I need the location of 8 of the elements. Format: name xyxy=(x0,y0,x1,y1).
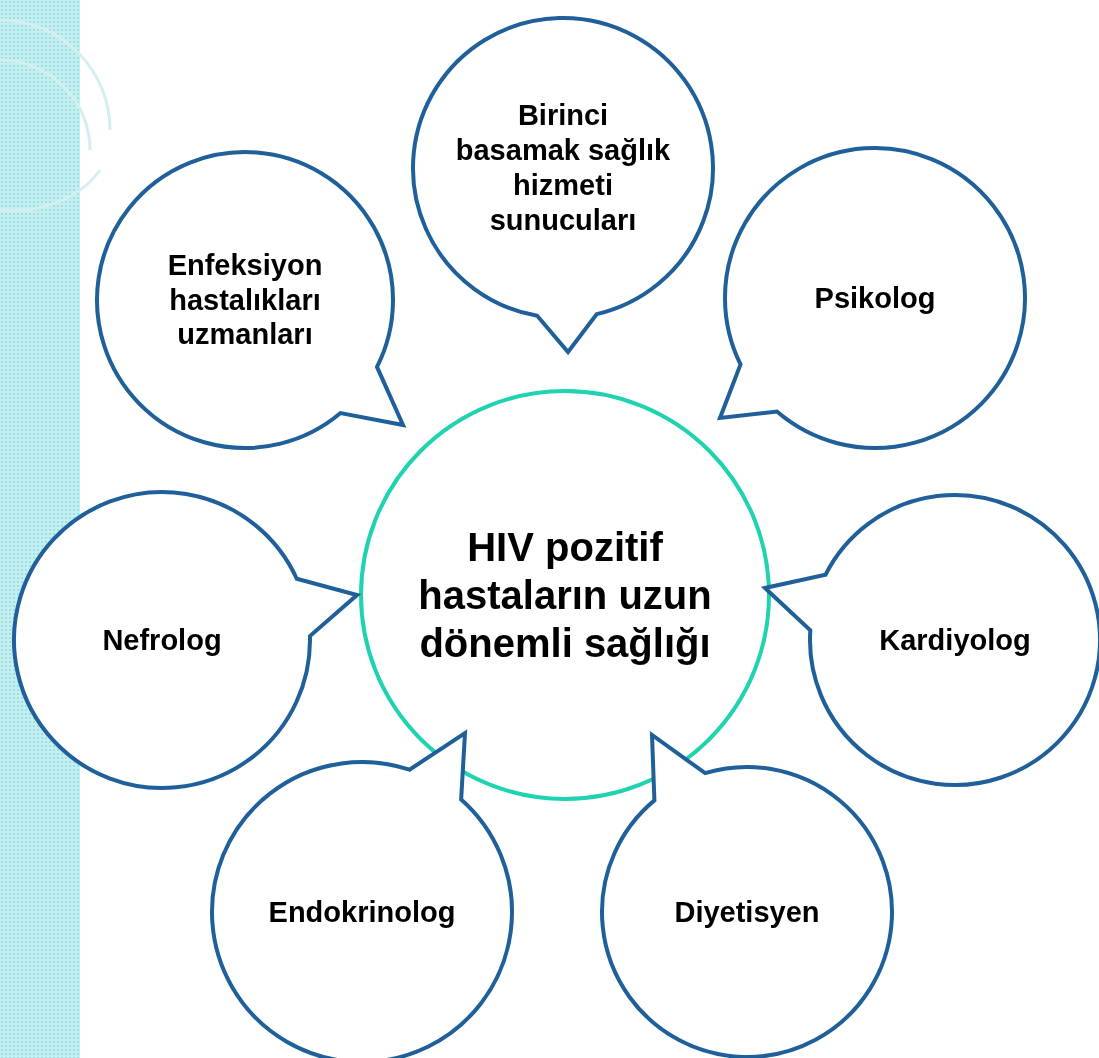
specialist-label: Diyetisyen xyxy=(674,894,820,930)
specialist-label: Enfeksiyon hastalıkları uzmanları xyxy=(166,247,324,353)
specialist-label: Kardiyolog xyxy=(879,622,1031,658)
specialist-label: Psikolog xyxy=(814,280,936,316)
specialist-label: Nefrolog xyxy=(102,622,222,658)
specialist-label: Endokrinolog xyxy=(268,894,456,930)
center-title: HIV pozitif hastaların uzun dönemli sağlığı xyxy=(417,524,713,667)
specialist-label: Birinci basamak sağlık hizmeti sunucuları xyxy=(454,98,672,238)
